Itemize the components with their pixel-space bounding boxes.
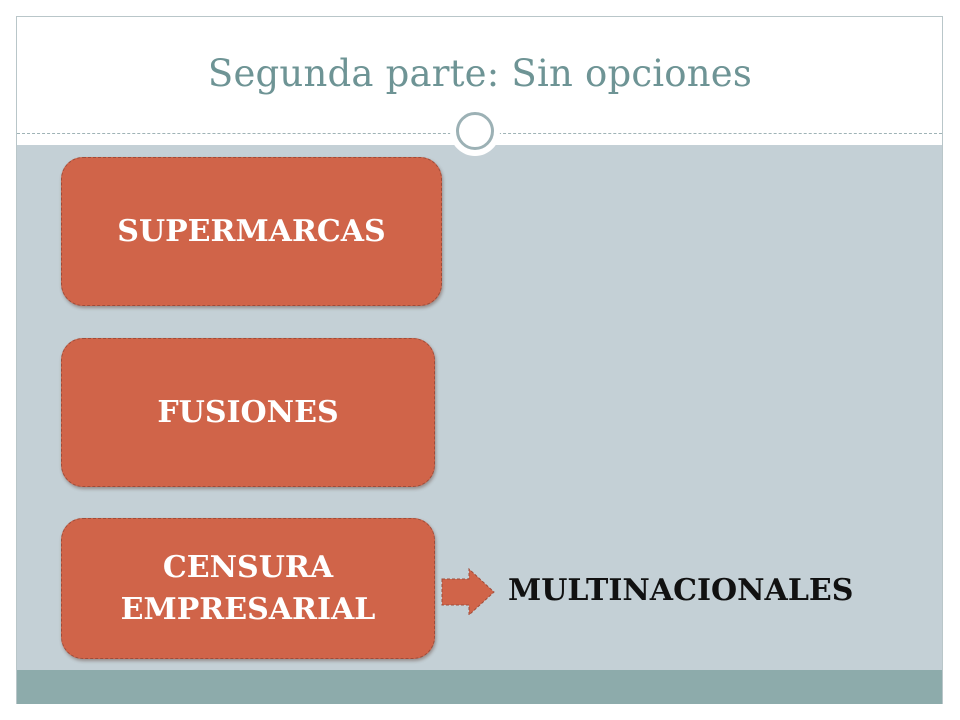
supermarcas-box: SUPERMARCAS [61,157,442,306]
right-arrow-icon [441,567,495,617]
footer-band [17,670,942,704]
fusiones-label: FUSIONES [157,394,339,430]
multinacionales-label: MULTINACIONALES [508,573,854,608]
supermarcas-label: SUPERMARCAS [117,213,386,249]
censura-empresarial-label: CENSURA EMPRESARIAL [120,549,376,627]
circle-ring-icon [450,106,500,156]
fusiones-box: FUSIONES [61,338,435,487]
slide-title: Segunda parte: Sin opciones [207,52,753,95]
censura-empresarial-box: CENSURA EMPRESARIAL [61,518,435,659]
